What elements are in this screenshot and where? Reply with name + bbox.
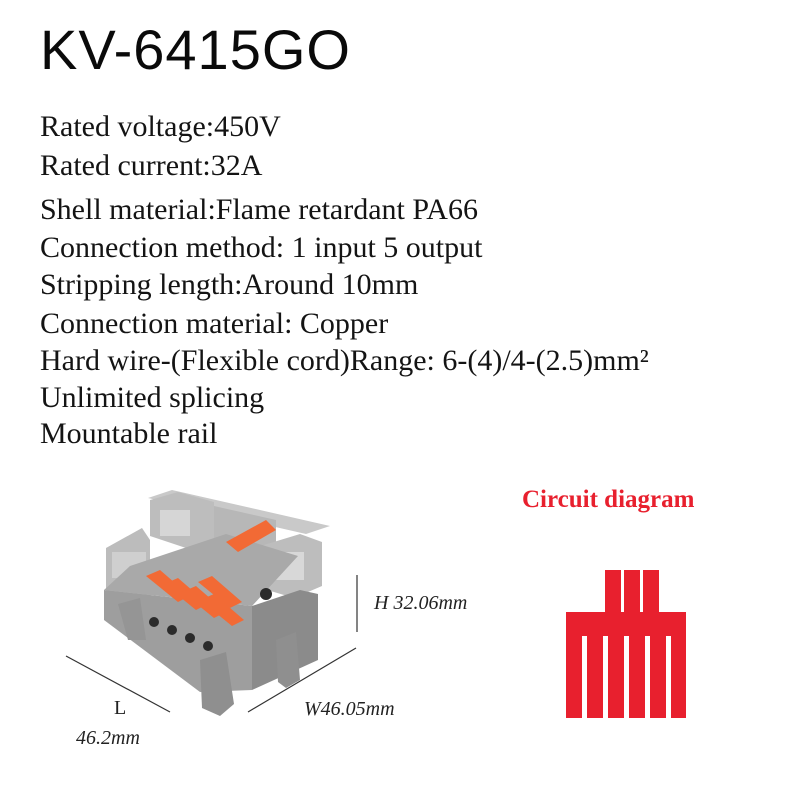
dimension-lines — [65, 575, 358, 713]
circuit-diagram-title: Circuit diagram — [522, 486, 695, 513]
length-dimension-letter: L — [114, 697, 127, 719]
spec-unlimited-splicing: Unlimited splicing — [40, 381, 265, 414]
width-dimension-label: W46.05mm — [304, 698, 395, 720]
height-dimension-label: H 32.06mm — [374, 592, 468, 614]
length-dimension-line — [65, 655, 171, 713]
spec-connection-method: Connection method: 1 input 5 output — [40, 231, 483, 264]
length-dimension-value: 46.2mm — [76, 727, 140, 749]
spec-stripping-length: Stripping length:Around 10mm — [40, 268, 419, 301]
width-dimension-line — [247, 647, 357, 713]
circuit-output-6 — [671, 636, 686, 718]
spec-shell-material: Shell material:Flame retardant PA66 — [40, 193, 478, 226]
orange-levers — [146, 520, 276, 626]
circuit-output-5 — [650, 636, 666, 718]
product-title: KV-6415GO — [40, 18, 351, 81]
spec-wire-range: Hard wire-(Flexible cord)Range: 6-(4)/4-… — [40, 344, 649, 377]
circuit-input-bar — [605, 570, 621, 620]
spec-connection-material: Connection material: Copper — [40, 307, 389, 340]
circuit-output-1 — [566, 636, 582, 718]
circuit-output-4 — [629, 636, 645, 718]
circuit-output-3 — [608, 636, 624, 718]
circuit-output-2 — [587, 636, 603, 718]
spec-mountable-rail: Mountable rail — [40, 417, 218, 450]
spec-rated-voltage: Rated voltage:450V — [40, 110, 281, 143]
circuit-bus-bar — [566, 612, 686, 636]
spec-rated-current: Rated current:32A — [40, 149, 263, 182]
circuit-diagram — [566, 570, 686, 718]
